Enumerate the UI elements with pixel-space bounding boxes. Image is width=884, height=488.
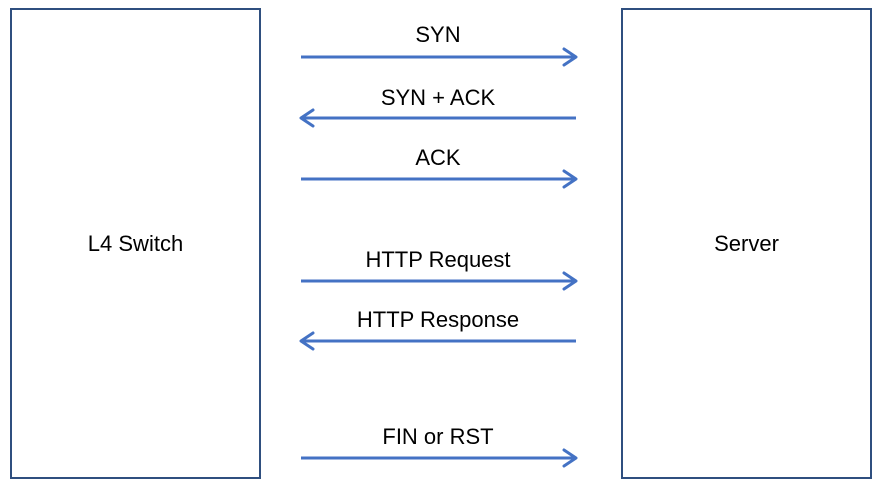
message-label-fin-rst: FIN or RST <box>382 424 494 449</box>
arrow-head-ack <box>562 169 578 189</box>
arrow-head-http-request <box>562 271 578 291</box>
arrow-head-fin-rst <box>562 448 578 468</box>
arrow-ack <box>301 169 578 189</box>
arrow-syn <box>301 47 578 67</box>
arrow-syn-ack <box>299 108 576 128</box>
arrow-http-response <box>299 331 576 351</box>
server-label: Server <box>714 230 779 256</box>
arrow-http-request <box>301 271 578 291</box>
message-label-ack: ACK <box>415 145 461 170</box>
arrow-fin-rst <box>301 448 578 468</box>
l4-switch-label: L4 Switch <box>87 230 184 256</box>
message-label-http-response: HTTP Response <box>356 307 520 332</box>
server-node: Server <box>621 8 872 479</box>
arrow-head-http-response <box>299 331 315 351</box>
arrow-head-syn-ack <box>299 108 315 128</box>
message-label-syn: SYN <box>415 22 461 47</box>
message-label-syn-ack: SYN + ACK <box>380 85 496 110</box>
message-label-http-request: HTTP Request <box>365 247 511 272</box>
l4-switch-node: L4 Switch <box>10 8 261 479</box>
arrow-head-syn <box>562 47 578 67</box>
